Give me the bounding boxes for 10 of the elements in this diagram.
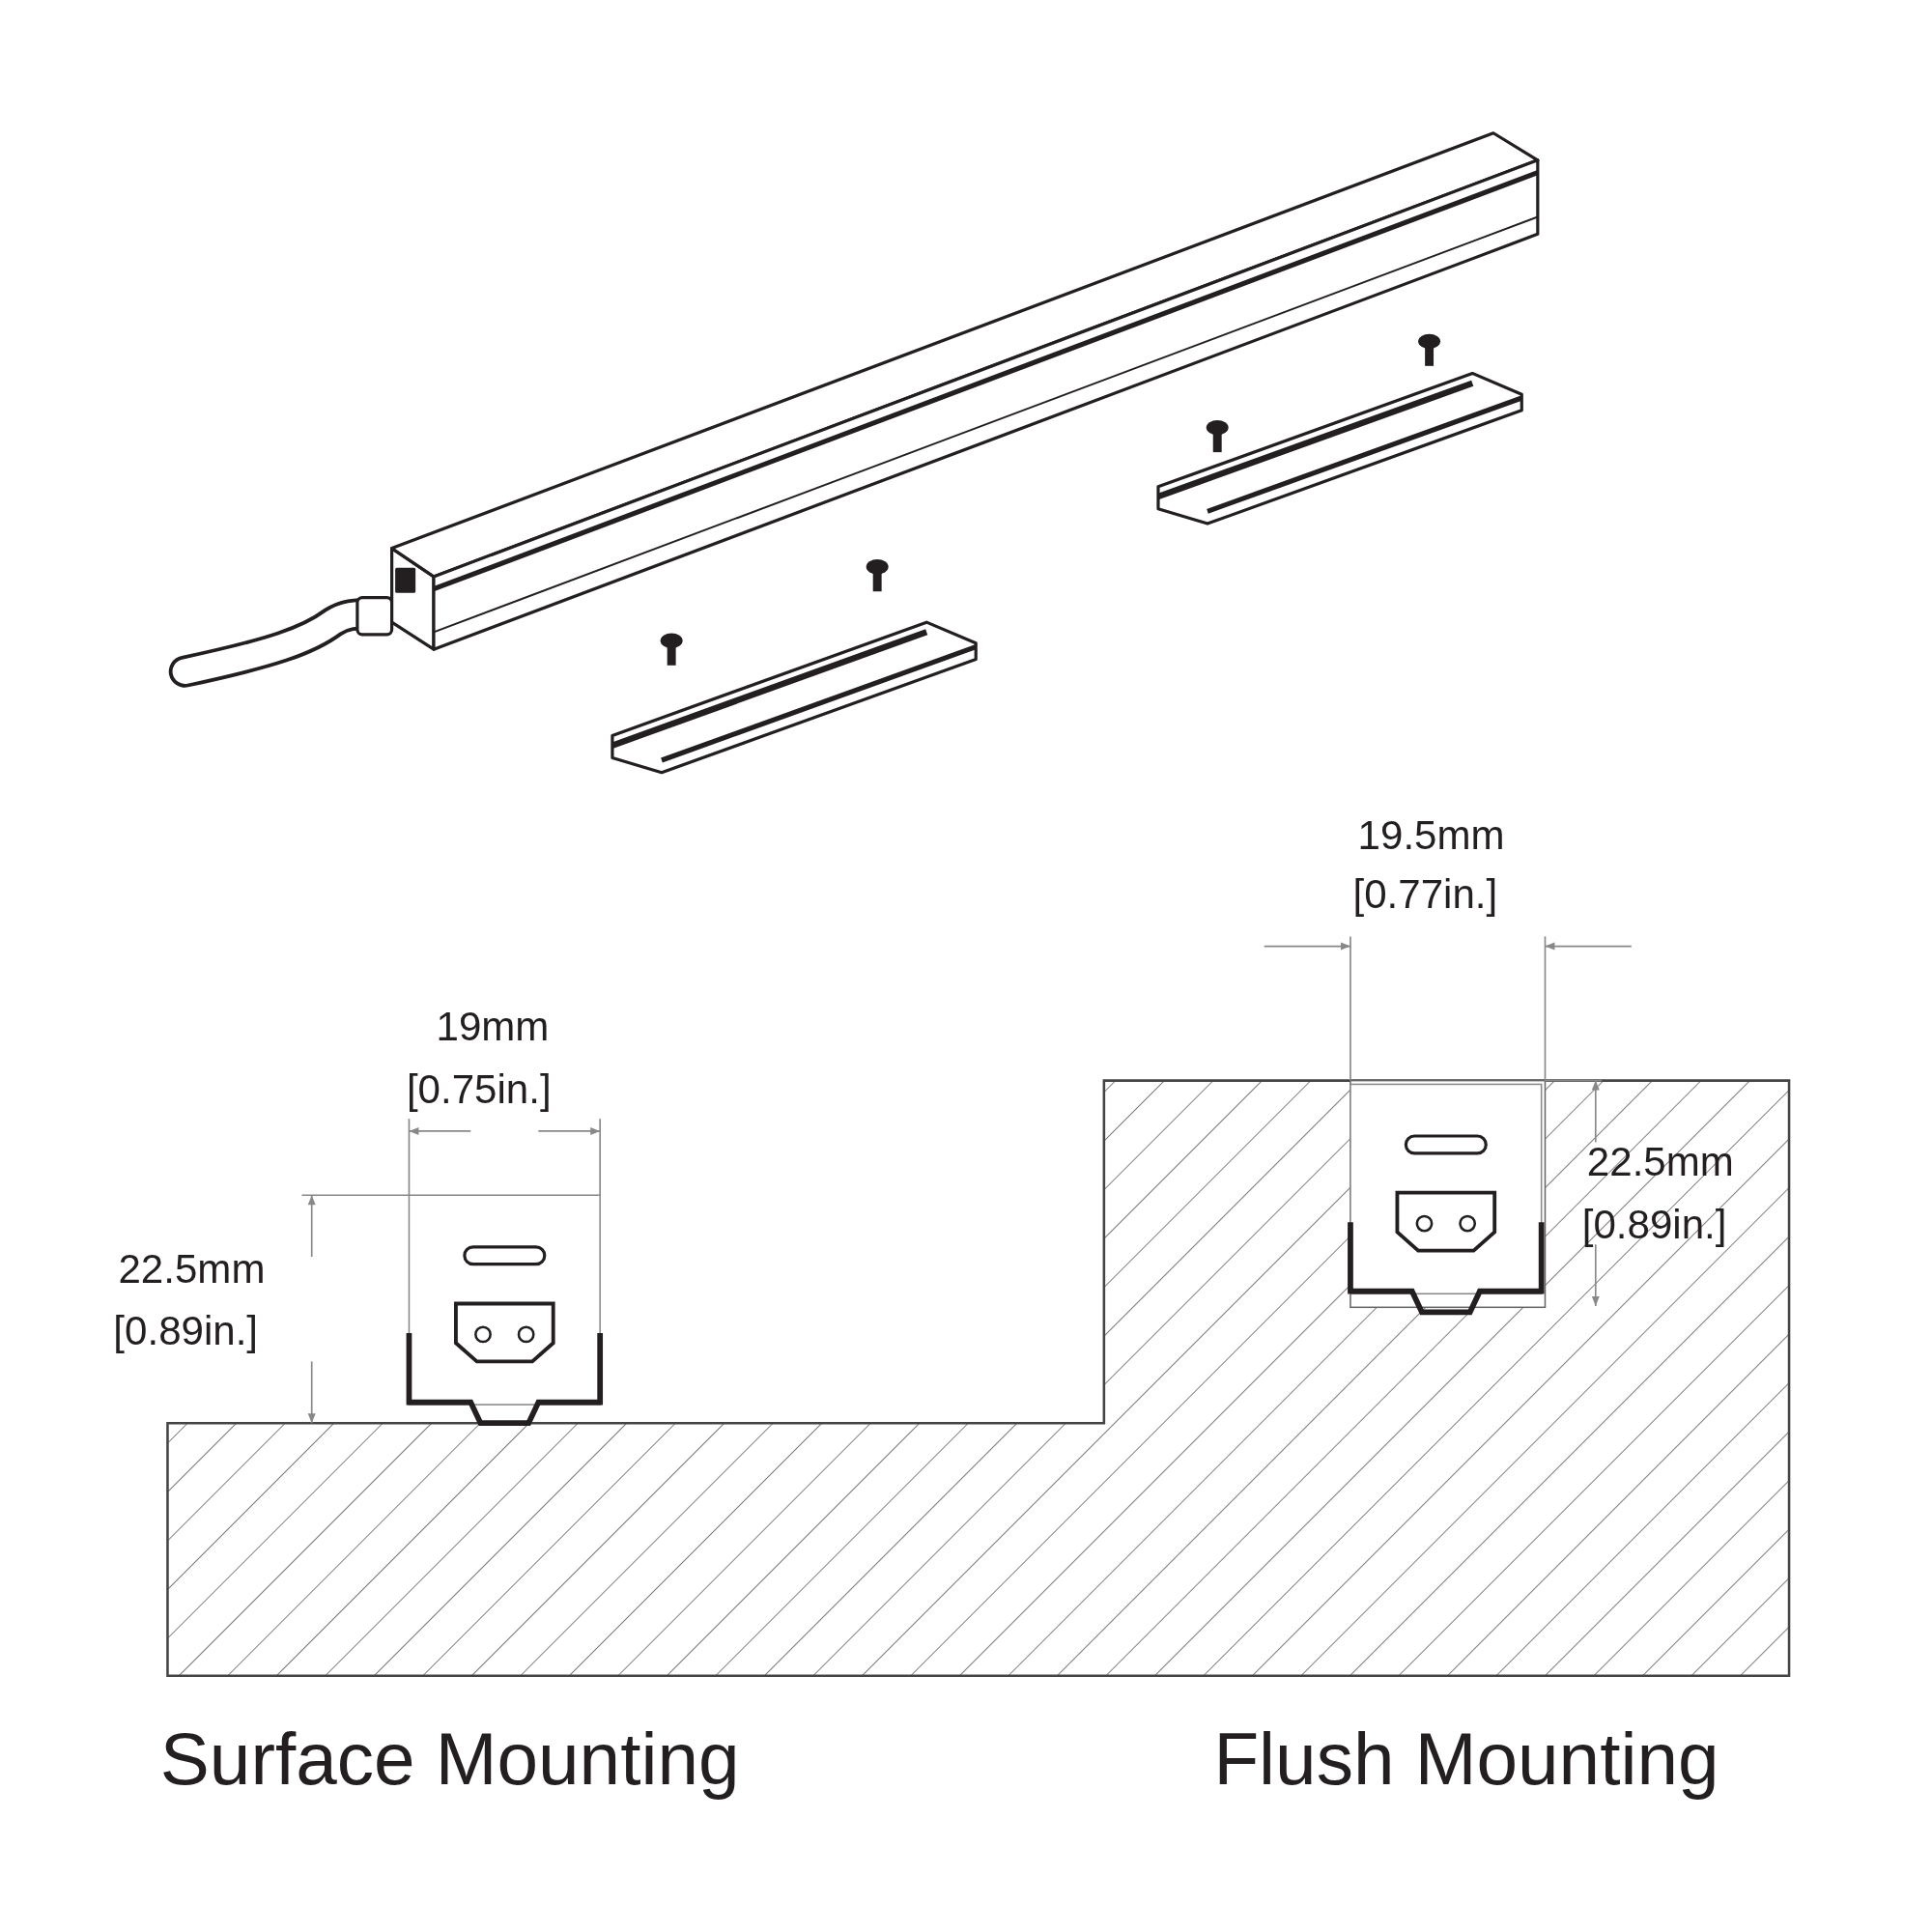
section-title: Surface Mounting (159, 1719, 740, 1801)
dimension-label: [0.75in.] (406, 1066, 552, 1112)
dimension-label: 22.5mm (1586, 1139, 1734, 1185)
dimension-label: 22.5mm (118, 1246, 266, 1293)
dimension-label: 19.5mm (1357, 812, 1505, 859)
dimension-label: [0.89in.] (1581, 1202, 1727, 1248)
section-title: Flush Mounting (1213, 1719, 1719, 1801)
dimension-label: 19mm (436, 1004, 550, 1049)
dimension-label: [0.89in.] (113, 1308, 259, 1353)
dimension-label: [0.77in.] (1352, 872, 1498, 918)
